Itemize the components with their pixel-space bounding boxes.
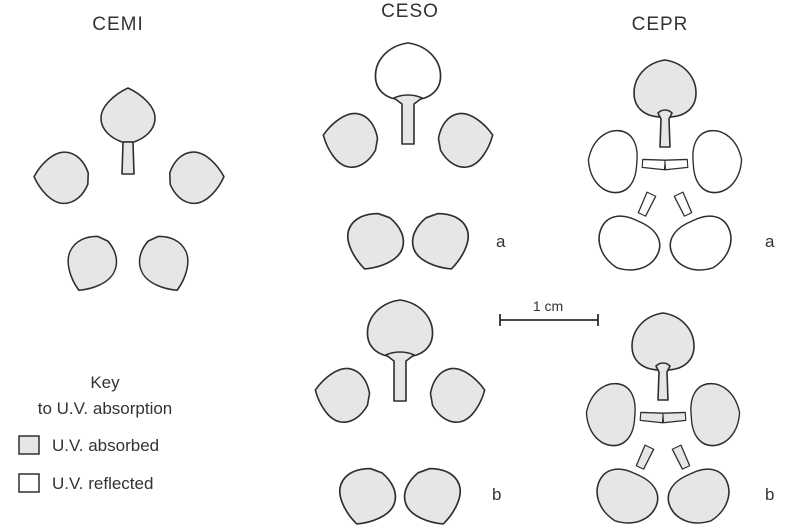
ceso-b-upper-petal xyxy=(367,300,432,401)
key-subtitle: to U.V. absorption xyxy=(38,399,173,418)
cepr-b-lower-right-petal xyxy=(649,434,740,531)
cepr-title: CEPR xyxy=(632,14,689,35)
cemi-title: CEMI xyxy=(92,14,144,35)
cepr-b-upper-petal xyxy=(632,313,694,400)
cepr-a-lower-right-petal xyxy=(651,181,742,281)
uv-key: Key to U.V. absorption U.V. absorbed U.V… xyxy=(19,373,172,493)
cepr-b-left-petal xyxy=(584,382,665,449)
cepr-a-left-petal xyxy=(586,129,667,196)
cemi-left-petal xyxy=(33,151,89,204)
ceso-b-label: b xyxy=(492,485,501,504)
cepr-a-right-petal xyxy=(663,129,744,196)
cepr-b-flower xyxy=(584,313,741,531)
cepr-b-lower-left-petal xyxy=(587,434,678,531)
ceso-b-right-petal xyxy=(427,363,490,426)
ceso-a-upper-petal xyxy=(375,43,440,144)
key-title: Key xyxy=(90,373,120,392)
ceso-a-lower-left-petal xyxy=(338,206,411,279)
ceso-title: CESO xyxy=(381,1,439,22)
scale-bar: 1 cm xyxy=(500,298,598,326)
ceso-b-lower-left-petal xyxy=(330,461,403,531)
cemi-lower-left-petal xyxy=(57,228,125,300)
cemi-right-petal xyxy=(169,151,225,204)
cepr-a-label: a xyxy=(765,232,775,251)
absorbed-swatch xyxy=(19,436,39,454)
ceso-a-right-petal xyxy=(435,108,498,171)
ceso-b-left-petal xyxy=(311,363,374,426)
cemi-upper-petal xyxy=(101,88,155,174)
reflected-swatch xyxy=(19,474,39,492)
cepr-b-label: b xyxy=(765,485,774,504)
cepr-b-right-petal xyxy=(661,382,742,449)
cemi-flower xyxy=(33,88,225,300)
absorbed-label: U.V. absorbed xyxy=(52,436,159,455)
cemi-lower-right-petal xyxy=(131,228,199,300)
cepr-a-upper-petal xyxy=(634,60,696,147)
ceso-a-label: a xyxy=(496,232,506,251)
ceso-a-left-petal xyxy=(319,108,382,171)
cepr-a-flower xyxy=(586,60,743,281)
reflected-label: U.V. reflected xyxy=(52,474,153,493)
scale-bar-label: 1 cm xyxy=(533,298,563,314)
ceso-a-flower xyxy=(319,43,498,279)
cepr-a-lower-left-petal xyxy=(589,181,680,281)
ceso-b-lower-right-petal xyxy=(397,461,470,531)
ceso-b-flower xyxy=(311,300,490,531)
ceso-a-lower-right-petal xyxy=(405,206,478,279)
